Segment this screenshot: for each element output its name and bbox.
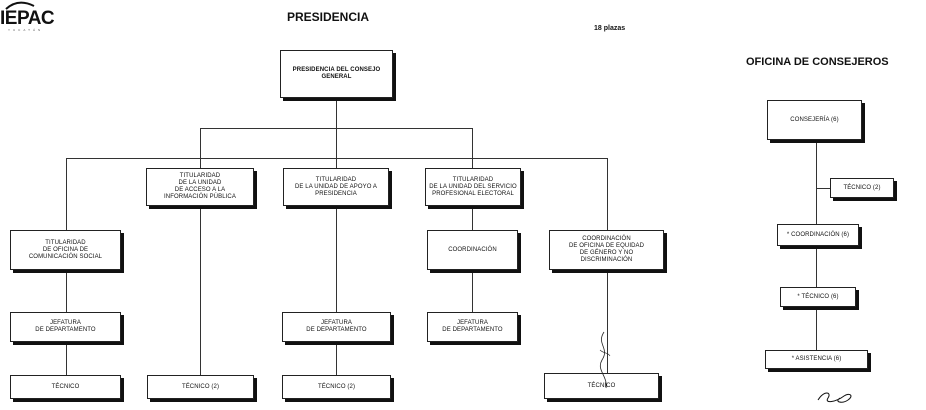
org-node-titularidad-apoyo: TITULARIDAD DE LA UNIDAD DE APOYO A PRES… <box>283 168 389 206</box>
org-node-titularidad-servicio: TITULARIDAD DE LA UNIDAD DEL SERVICIO PR… <box>425 168 521 206</box>
org-node-consejeros-asistencia: * ASISTENCIA (6) <box>765 350 868 369</box>
org-node-consejeros-tecnico: * TÉCNICO (6) <box>780 287 856 307</box>
connector <box>336 206 337 312</box>
org-node-consejeros-tecnico-side: TÉCNICO (2) <box>830 178 894 198</box>
connector <box>336 342 337 375</box>
connector <box>607 270 608 373</box>
logo: IEPAC <box>0 8 55 29</box>
logo-subtext: YUCATÁN <box>8 28 44 32</box>
signature-icon <box>817 392 852 403</box>
org-node-titularidad-acceso: TITULARIDAD DE LA UNIDAD DE ACCESO A LA … <box>146 168 254 206</box>
org-node-consejeros-coordinacion: * COORDINACIÓN (6) <box>777 224 859 246</box>
plazas-count: 18 plazas <box>594 25 626 32</box>
connector <box>66 158 608 159</box>
org-node-jefatura-1: JEFATURA DE DEPARTAMENTO <box>10 312 121 342</box>
org-node-tecnico-3: TÉCNICO (2) <box>282 375 391 399</box>
connector <box>66 158 67 230</box>
page-title: PRESIDENCIA <box>287 10 370 24</box>
connector <box>66 342 67 375</box>
org-node-tecnico-2: TÉCNICO (2) <box>147 375 254 399</box>
connector <box>816 188 830 189</box>
org-node-tecnico-1: TÉCNICO <box>10 375 121 399</box>
connector <box>472 206 473 230</box>
connector <box>472 270 473 312</box>
org-node-presidencia: PRESIDENCIA DEL CONSEJO GENERAL <box>280 50 393 98</box>
connector <box>336 128 337 168</box>
org-node-coordinacion-equidad: COORDINACIÓN DE OFICINA DE EQUIDAD DE GÉ… <box>549 230 664 270</box>
connector <box>66 270 67 312</box>
handwritten-mark-icon <box>599 331 611 389</box>
org-node-jefatura-3: JEFATURA DE DEPARTAMENTO <box>427 312 518 342</box>
org-node-jefatura-2: JEFATURA DE DEPARTAMENTO <box>282 312 391 342</box>
consejeros-title: OFICINA DE CONSEJEROS <box>746 56 889 68</box>
org-node-tecnico-4: TÉCNICO <box>544 373 659 399</box>
logo-swoosh-icon <box>5 1 35 10</box>
connector <box>816 140 817 354</box>
org-node-comunicacion-social: TITULARIDAD DE OFICINA DE COMUNICACIÓN S… <box>10 230 121 270</box>
connector <box>336 98 337 128</box>
org-node-consejeria: CONSEJERÍA (6) <box>767 100 862 140</box>
org-node-coordinacion: COORDINACIÓN <box>427 230 518 270</box>
connector <box>472 128 473 168</box>
connector <box>200 128 201 168</box>
connector <box>200 206 201 375</box>
connector <box>607 158 608 230</box>
